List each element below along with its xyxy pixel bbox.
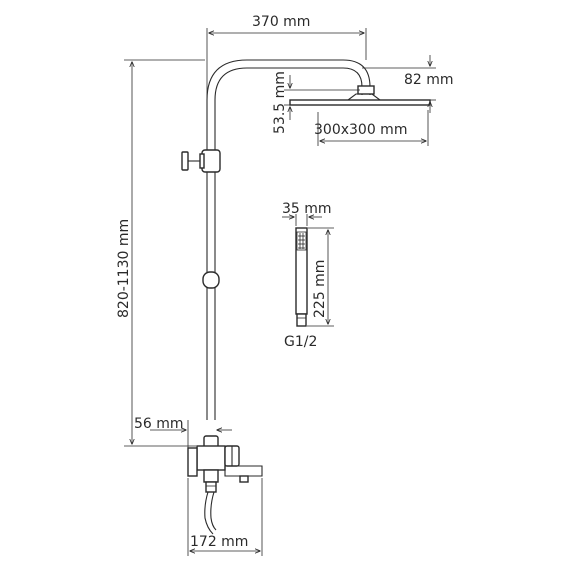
head-depth-label: 82 mm [404, 72, 454, 88]
mixer-body [187, 435, 263, 493]
arm-length-label: 370 mm [252, 14, 310, 30]
hand-shower [295, 227, 308, 327]
hand-shower-length-label: 225 mm [312, 260, 328, 318]
dimension-head-depth: 82 mm [362, 55, 454, 113]
dimension-hand-shower-length: 225 mm [307, 227, 334, 327]
head-size-label: 300x300 mm [314, 122, 407, 138]
hand-shower-width-label: 35 mm [282, 201, 332, 217]
hand-shower-nozzles-icon [298, 233, 305, 249]
mixer-width-label: 172 mm [190, 534, 248, 550]
upper-slider-bracket [181, 149, 221, 173]
dimension-head-size: 300x300 mm [314, 110, 429, 146]
dimension-wall-offset: 56 mm [134, 416, 232, 448]
shower-hose [204, 491, 217, 535]
height-adjust-knob [202, 271, 220, 289]
dimension-arm-length: 370 mm [206, 14, 367, 100]
shower-riser-pipe [206, 59, 375, 420]
dimension-total-height: 820-1130 mm [116, 59, 205, 447]
wall-offset-label: 56 mm [134, 416, 184, 432]
dimension-hand-shower-width: 35 mm [282, 201, 332, 226]
thread-label: G1/2 [284, 334, 317, 350]
overhead-shower-head [289, 93, 431, 106]
head-offset-label: 53.5 mm [272, 71, 288, 134]
total-height-label: 820-1130 mm [116, 219, 132, 318]
dimension-head-offset: 53.5 mm [272, 71, 360, 134]
dimension-mixer-width: 172 mm [187, 478, 263, 556]
